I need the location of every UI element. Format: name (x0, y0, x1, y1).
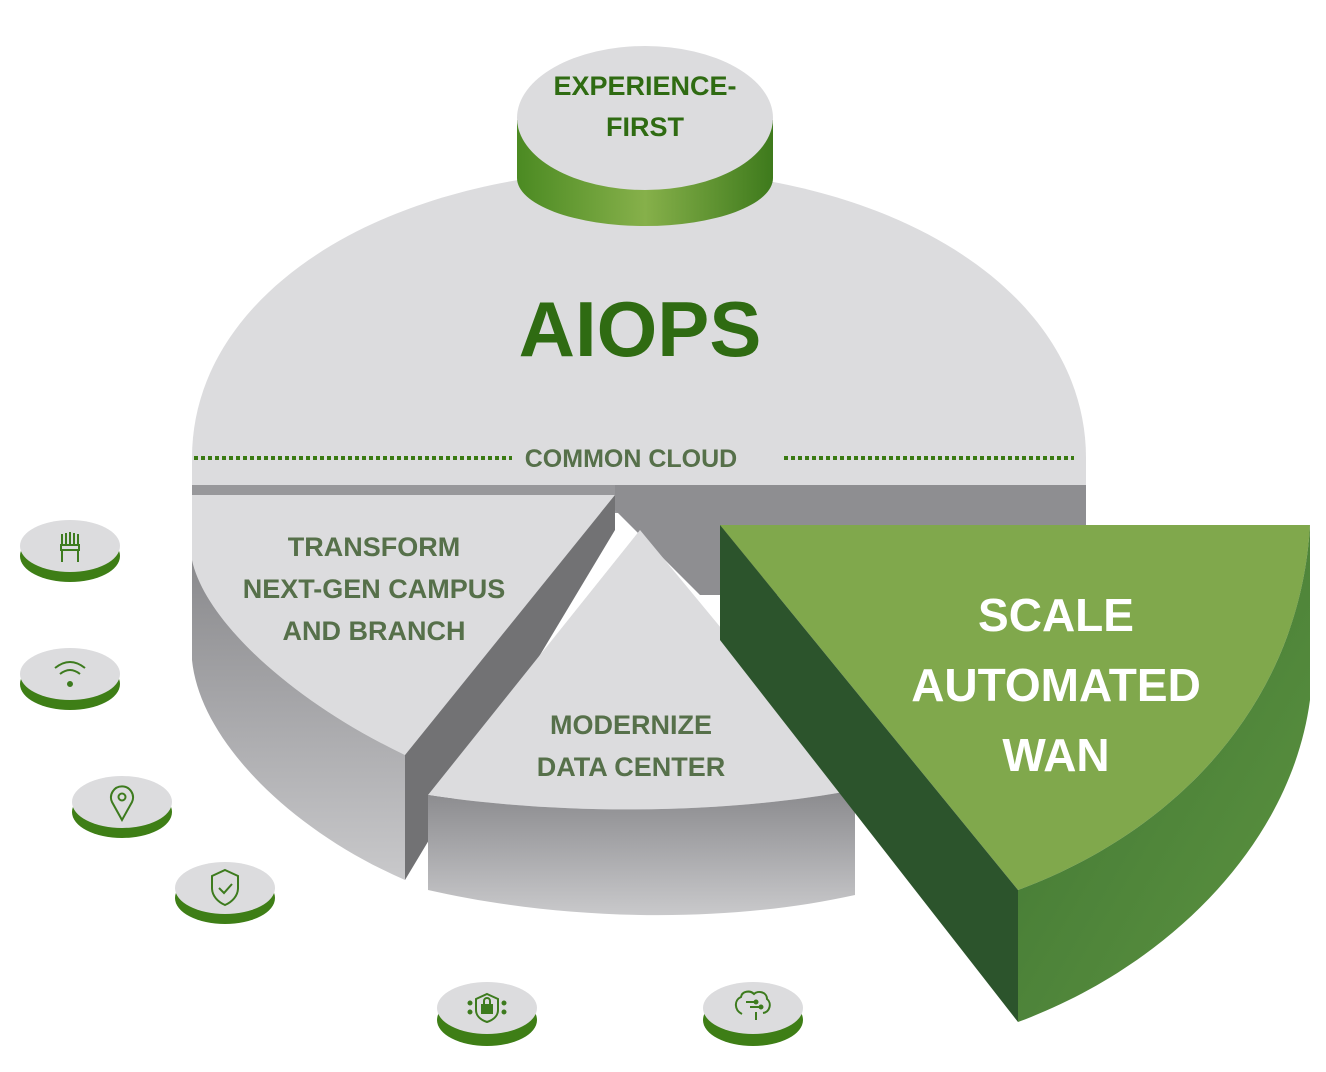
shield-check-icon (211, 868, 239, 907)
circuit-lock-shield-icon (467, 992, 507, 1024)
hub-label-line2: FIRST (606, 112, 684, 142)
datacenter-label-line2: DATA CENTER (536, 752, 726, 782)
campus-segment-label: TRANSFORM NEXT-GEN CAMPUS AND BRANCH (214, 526, 534, 652)
wifi-icon (54, 661, 86, 687)
datacenter-label-line1: MODERNIZE (550, 710, 712, 740)
hub-label-line1: EXPERIENCE- (553, 71, 737, 101)
icon-disc-wifi (20, 648, 120, 710)
wan-label-line3: WAN (1002, 729, 1110, 781)
wan-label-line2: AUTOMATED (911, 659, 1201, 711)
wan-slice (720, 525, 1310, 1022)
icon-disc-chair (20, 520, 120, 582)
campus-label-line1: TRANSFORM (287, 532, 461, 562)
icon-disc-circuit-lock (437, 982, 537, 1046)
icon-disc-security (175, 862, 275, 924)
wan-segment-label: SCALE AUTOMATED WAN (876, 580, 1236, 790)
campus-label-line2: NEXT-GEN CAMPUS (242, 574, 506, 604)
wan-label-line1: SCALE (978, 589, 1134, 641)
hub-label: EXPERIENCE- FIRST (517, 73, 773, 141)
location-pin-icon (110, 785, 134, 823)
main-title: AIOPS (518, 285, 762, 373)
datacenter-slice (428, 530, 855, 916)
datacenter-segment-label: MODERNIZE DATA CENTER (500, 704, 762, 788)
icon-disc-ai-brain (703, 982, 803, 1046)
chair-icon (60, 532, 80, 562)
icon-disc-location (72, 776, 172, 838)
common-cloud-label: COMMON CLOUD (524, 445, 738, 473)
ai-brain-circuit-icon (734, 990, 771, 1020)
experience-first-disc (517, 46, 773, 226)
campus-label-line3: AND BRANCH (282, 616, 466, 646)
